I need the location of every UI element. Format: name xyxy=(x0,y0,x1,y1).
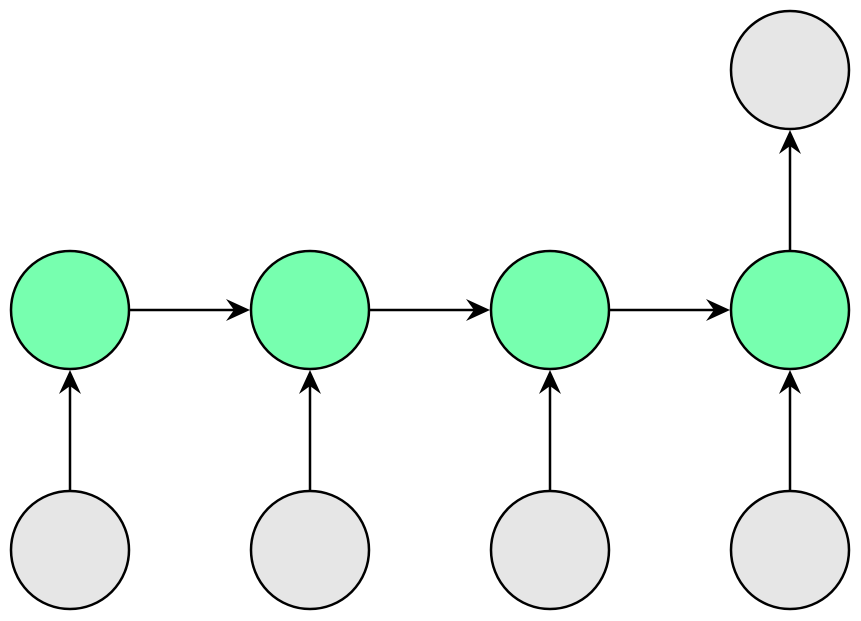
arrowhead xyxy=(779,130,801,154)
nodes-layer xyxy=(9,9,851,611)
edge-h1-h2 xyxy=(129,299,250,321)
arrowhead xyxy=(59,370,81,394)
edges-layer xyxy=(59,130,801,491)
input-node-x1 xyxy=(9,489,131,611)
input-node-x3 xyxy=(489,489,611,611)
input-node-x4 xyxy=(729,489,851,611)
output-node-y4 xyxy=(729,9,851,131)
arrowhead xyxy=(299,370,321,394)
edge-x1-h1 xyxy=(59,370,81,491)
arrowhead xyxy=(706,299,730,321)
edge-x4-h4 xyxy=(779,370,801,491)
arrowhead xyxy=(779,370,801,394)
edge-h2-h3 xyxy=(369,299,490,321)
edge-h4-y4 xyxy=(779,130,801,251)
edge-x2-h2 xyxy=(299,370,321,491)
edge-x3-h3 xyxy=(539,370,561,491)
hidden-node-h2 xyxy=(249,249,371,371)
arrowhead xyxy=(466,299,490,321)
arrowhead xyxy=(226,299,250,321)
input-node-x2 xyxy=(249,489,371,611)
hidden-node-h3 xyxy=(489,249,611,371)
edge-h3-h4 xyxy=(609,299,730,321)
hidden-node-h4 xyxy=(729,249,851,371)
arrowhead xyxy=(539,370,561,394)
hidden-node-h1 xyxy=(9,249,131,371)
